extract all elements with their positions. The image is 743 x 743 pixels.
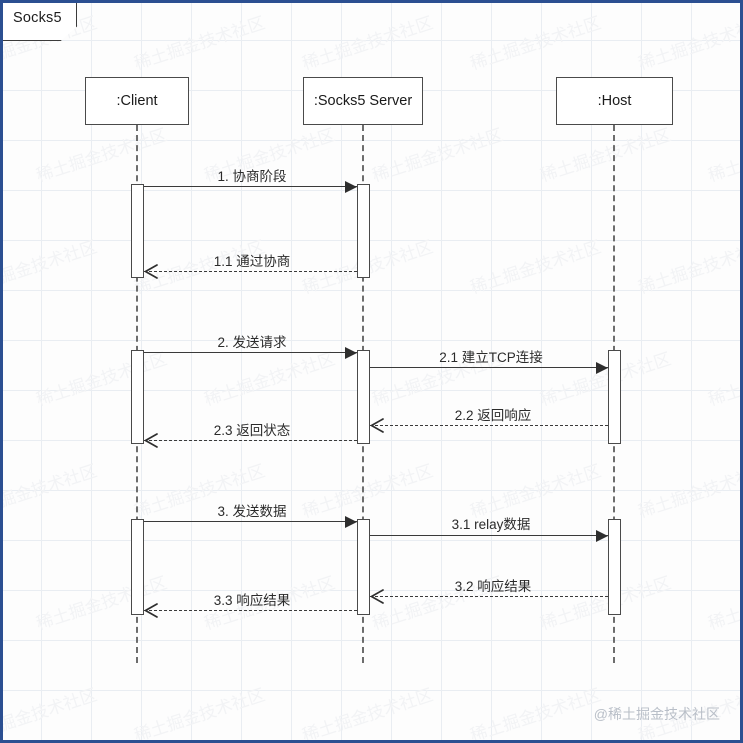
activation-bar-client-act-3[interactable]: [130, 519, 144, 615]
activation-bar-host-act-2[interactable]: [607, 350, 621, 444]
activation-bar-server-act-1[interactable]: [356, 184, 370, 278]
message-line-msg-2-2: [369, 425, 608, 426]
message-label-msg-2-1: 2.1 建立TCP连接: [439, 350, 543, 365]
message-line-msg-1-1: [143, 271, 357, 272]
activation-bar-host-act-3[interactable]: [607, 519, 621, 615]
message-line-msg-3-3: [143, 610, 357, 611]
lifeline-header-server[interactable]: :Socks5 Server: [303, 77, 423, 125]
message-label-msg-2-3: 2.3 返回状态: [213, 423, 291, 438]
message-arrowhead-msg-3-1: [595, 530, 608, 542]
lifeline-header-client[interactable]: :Client: [85, 77, 189, 125]
frame-label-shape: [3, 3, 77, 41]
activation-bar-server-act-2[interactable]: [356, 350, 370, 444]
message-label-msg-2-2: 2.2 返回响应: [454, 408, 532, 423]
message-label-msg-3: 3. 发送数据: [217, 504, 287, 519]
message-arrowhead-msg-3: [344, 516, 357, 528]
lifeline-header-host[interactable]: :Host: [556, 77, 673, 125]
message-label-msg-1: 1. 协商阶段: [217, 169, 287, 184]
message-label-msg-3-3: 3.3 响应结果: [213, 593, 291, 608]
message-label-msg-3-2: 3.2 响应结果: [454, 579, 532, 594]
message-line-msg-2-1: [369, 367, 608, 368]
message-arrowhead-msg-2-1: [595, 362, 608, 374]
lifeline-label: :Socks5 Server: [313, 93, 413, 109]
message-line-msg-3: [143, 521, 357, 522]
lifeline-label: :Client: [116, 93, 158, 109]
message-line-msg-1: [143, 186, 357, 187]
message-line-msg-2-3: [143, 440, 357, 441]
activation-bar-client-act-1[interactable]: [130, 184, 144, 278]
site-watermark: @稀土掘金技术社区: [593, 706, 720, 722]
message-label-msg-3-1: 3.1 relay数据: [451, 517, 531, 532]
lifeline-label: :Host: [597, 93, 632, 109]
frame-label-text: Socks5: [13, 10, 62, 26]
message-arrowhead-msg-2: [344, 347, 357, 359]
message-label-msg-2: 2. 发送请求: [217, 335, 287, 350]
activation-bar-client-act-2[interactable]: [130, 350, 144, 444]
message-line-msg-2: [143, 352, 357, 353]
message-line-msg-3-1: [369, 535, 608, 536]
message-arrowhead-msg-1: [344, 181, 357, 193]
sequence-diagram: Socks5 :Client :Socks5 Server :Host 1. 协商阶…: [3, 3, 740, 740]
message-line-msg-3-2: [369, 596, 608, 597]
activation-bar-server-act-3[interactable]: [356, 519, 370, 615]
message-label-msg-1-1: 1.1 通过协商: [213, 254, 291, 269]
